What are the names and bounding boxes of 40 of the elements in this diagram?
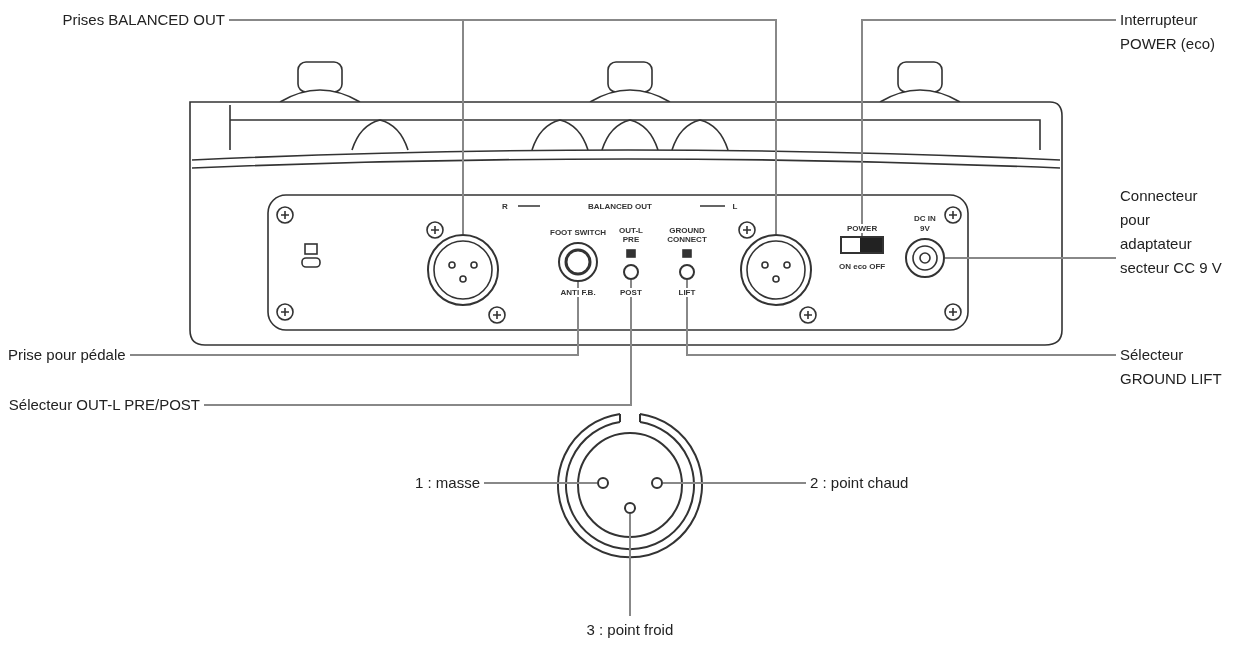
leader-line [203,279,632,406]
panel-marking: DC IN [913,214,937,223]
callout-label: 1 : masse [414,471,480,495]
pin [624,502,636,514]
callout-label: 3 : point froid [586,618,674,642]
dc-jack [905,238,945,278]
panel-marking: POWER [846,224,879,233]
callout-label: Prise pour pédale [8,343,126,367]
leader-line [686,279,1117,356]
callout-label: Sélecteur OUT-L PRE/POST [8,393,200,417]
leader-line [944,257,1117,259]
leader-line [662,482,807,484]
panel-marking: ON eco OFF [838,262,887,271]
panel-marking: L [731,202,739,211]
panel-marking: POST [619,288,643,297]
panel-marking: BALANCED OUT [587,202,653,211]
callout-label: 2 : point chaud [810,471,909,495]
callout-label: Sélecteur GROUND LIFT [1120,343,1240,391]
toggle-switch [679,264,695,280]
xlr-jack [427,234,499,306]
callout-label: Prises BALANCED OUT [62,8,225,32]
callout-label: Interrupteur POWER (eco) [1120,8,1240,56]
panel-marking: LIFT [677,288,697,297]
panel-marking: 9V [919,224,931,233]
toggle-switch [623,264,639,280]
panel-marking: R [501,202,509,211]
pin [651,477,663,489]
callout-label: Connecteur pour adaptateur secteur CC 9 V [1120,184,1225,280]
leader-line [483,482,598,484]
xlr-jack [740,234,812,306]
leader-line [129,281,579,356]
leader-line [861,19,1117,237]
footswitch-jack [558,242,598,282]
pin [597,477,609,489]
panel-marking: GROUND CONNECT [664,226,710,244]
power-switch [840,236,884,254]
leader-line [228,19,777,235]
panel-marking: ANTI F.B. [559,288,597,297]
panel-marking: FOOT SWITCH [549,228,607,237]
leader-line [629,513,631,617]
